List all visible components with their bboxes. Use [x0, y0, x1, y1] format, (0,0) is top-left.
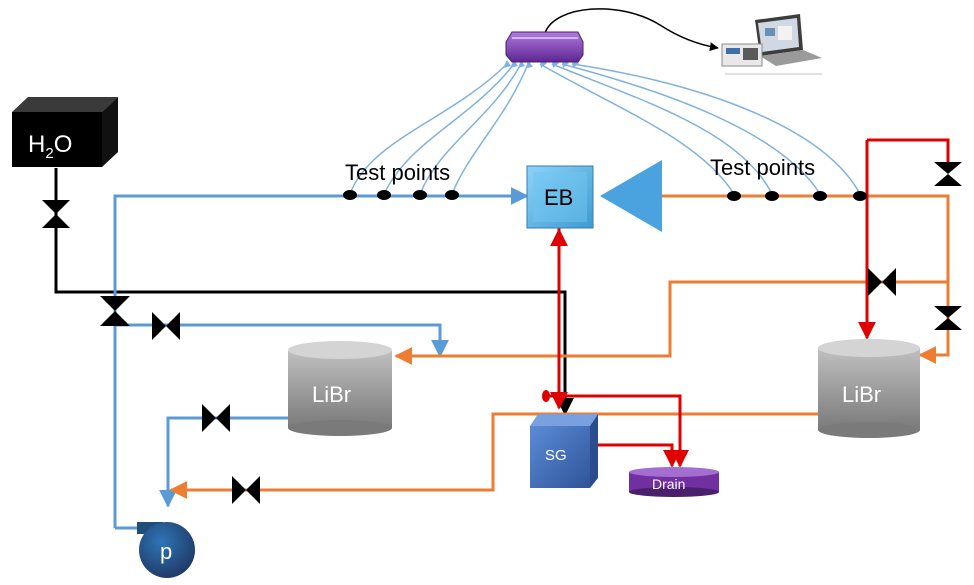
- test-points-right-label: Test points: [710, 155, 815, 180]
- valve-icon: [42, 200, 70, 228]
- red-lines: [548, 138, 950, 462]
- test-points-left: [343, 190, 459, 200]
- test-point: [813, 191, 827, 201]
- valve-icon: [100, 296, 130, 326]
- pump: p: [137, 522, 195, 578]
- water-tank: H2O: [12, 97, 118, 167]
- water-supply-line: [54, 168, 567, 410]
- test-point: [445, 190, 459, 200]
- valve-icon: [934, 162, 962, 186]
- red-injection-point: [542, 390, 550, 402]
- test-points-left-label: Test points: [345, 160, 450, 185]
- laptop-computer-icon: [721, 14, 822, 75]
- libr-tank-right: LiBr: [818, 339, 920, 438]
- libr-right-label: LiBr: [842, 382, 881, 407]
- libr-left-label: LiBr: [312, 382, 351, 407]
- horn-antenna: [600, 160, 662, 232]
- sg-unit: SG: [530, 414, 598, 488]
- test-point: [413, 190, 427, 200]
- test-point: [727, 191, 741, 201]
- data-logger-icon: [505, 31, 584, 63]
- eb-label: EB: [544, 185, 573, 210]
- eb-unit: EB: [526, 165, 594, 229]
- orange-process-lines: [175, 194, 950, 492]
- test-point: [853, 191, 867, 201]
- water-tank-label: H2O: [28, 131, 72, 162]
- sensor-wires: [349, 63, 861, 195]
- test-points-right: [727, 191, 867, 201]
- logger-to-computer-link: [544, 8, 719, 52]
- test-point: [343, 190, 357, 200]
- sg-label: SG: [545, 447, 567, 464]
- test-point: [377, 190, 391, 200]
- libr-tank-left: LiBr: [288, 341, 392, 436]
- valve-icon: [934, 306, 962, 330]
- valve-icon: [232, 476, 260, 504]
- drain-label: Drain: [652, 476, 685, 492]
- valve-icon: [868, 268, 896, 296]
- drain-tank: Drain: [629, 467, 719, 497]
- pump-label: p: [160, 539, 172, 564]
- valve-icon: [202, 404, 230, 432]
- test-point: [765, 191, 779, 201]
- valve-icon: [152, 312, 180, 340]
